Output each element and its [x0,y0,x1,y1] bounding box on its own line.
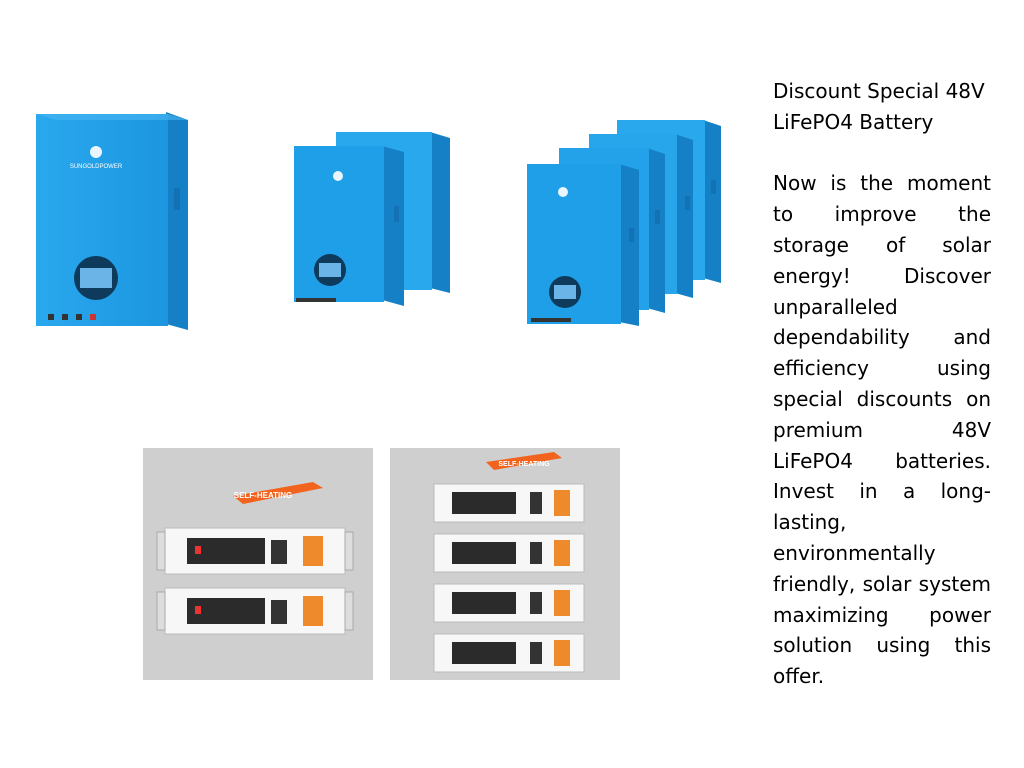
rack-battery-quad-image: SELF-HEATING [390,448,620,680]
brand-logo-text: SUNGOLDPOWER [70,164,123,170]
wall-battery-quad-image [525,118,740,328]
slide-title: Discount Special 48V LiFePO4 Battery [773,79,985,134]
self-heating-badge: SELF-HEATING [234,491,293,500]
rack-battery-double-image: SELF-HEATING [143,448,373,680]
wall-battery-double-image [290,128,455,308]
slide-text: Discount Special 48V LiFePO4 Battery Now… [773,76,991,692]
self-heating-badge: SELF-HEATING [498,461,550,468]
slide-body: Now is the moment to improve the storage… [773,171,991,689]
wall-battery-single-image: SUNGOLDPOWER [36,108,192,333]
